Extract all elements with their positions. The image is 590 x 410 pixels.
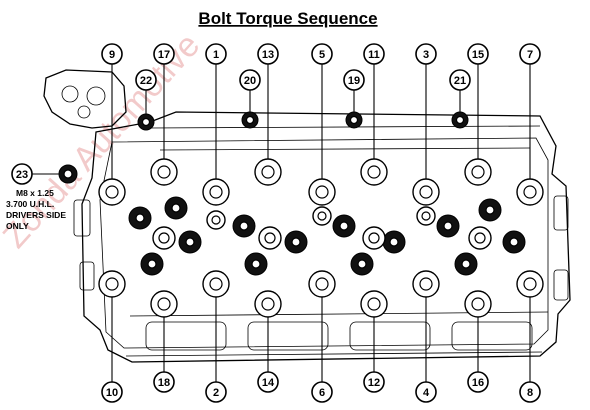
- callouts-top-row: 9 17 1 13 5 11 3 15 7: [101, 43, 541, 65]
- note-line-2: 3.700 U.H.L.: [6, 199, 54, 209]
- callout-4: 4: [415, 381, 437, 403]
- svg-text:7: 7: [527, 49, 533, 61]
- leader-lines: [32, 64, 531, 382]
- note-line-4: ONLY: [6, 221, 29, 231]
- note-line-3: DRIVERS SIDE: [6, 210, 66, 220]
- svg-text:14: 14: [262, 377, 275, 389]
- callout-21: 21: [449, 69, 471, 91]
- svg-text:5: 5: [319, 49, 325, 61]
- callout-9: 9: [101, 43, 123, 65]
- callout-7: 7: [519, 43, 541, 65]
- svg-text:19: 19: [348, 75, 360, 87]
- callout-12: 12: [363, 371, 385, 393]
- svg-text:8: 8: [527, 387, 533, 399]
- page-title: Bolt Torque Sequence: [198, 9, 377, 28]
- svg-text:23: 23: [16, 169, 28, 181]
- svg-text:10: 10: [106, 387, 118, 399]
- callout-16: 16: [467, 371, 489, 393]
- callout-18: 18: [153, 371, 175, 393]
- svg-text:18: 18: [158, 377, 170, 389]
- callout-3: 3: [415, 43, 437, 65]
- svg-text:17: 17: [158, 49, 170, 61]
- callout-19: 19: [343, 69, 365, 91]
- callout-side: 23 M8 x 1.25 3.700 U.H.L. DRIVERS SIDE O…: [6, 163, 66, 231]
- callout-2: 2: [205, 381, 227, 403]
- callout-14: 14: [257, 371, 279, 393]
- callout-13: 13: [257, 43, 279, 65]
- callout-17: 17: [153, 43, 175, 65]
- callout-15: 15: [467, 43, 489, 65]
- svg-text:6: 6: [319, 387, 325, 399]
- callout-20: 20: [239, 69, 261, 91]
- callout-6: 6: [311, 381, 333, 403]
- svg-text:9: 9: [109, 49, 115, 61]
- callouts-bottom-row: 10 18 2 14 6 12 4 16 8: [101, 371, 541, 403]
- callout-23: 23: [11, 163, 33, 185]
- svg-text:1: 1: [213, 49, 219, 61]
- callout-11: 11: [363, 43, 385, 65]
- svg-text:2: 2: [213, 387, 219, 399]
- callout-1: 1: [205, 43, 227, 65]
- svg-text:21: 21: [454, 75, 466, 87]
- svg-text:11: 11: [368, 49, 380, 61]
- callout-8: 8: [519, 381, 541, 403]
- note-line-1: M8 x 1.25: [16, 188, 54, 198]
- svg-text:13: 13: [262, 49, 274, 61]
- callouts-mid-row: 22 20 19 21: [135, 69, 471, 91]
- svg-text:16: 16: [472, 377, 484, 389]
- svg-text:3: 3: [423, 49, 429, 61]
- svg-text:12: 12: [368, 377, 380, 389]
- svg-text:22: 22: [140, 75, 152, 87]
- callout-10: 10: [101, 381, 123, 403]
- svg-text:15: 15: [472, 49, 484, 61]
- svg-text:4: 4: [423, 387, 430, 399]
- callout-5: 5: [311, 43, 333, 65]
- svg-text:20: 20: [244, 75, 256, 87]
- callout-22: 22: [135, 69, 157, 91]
